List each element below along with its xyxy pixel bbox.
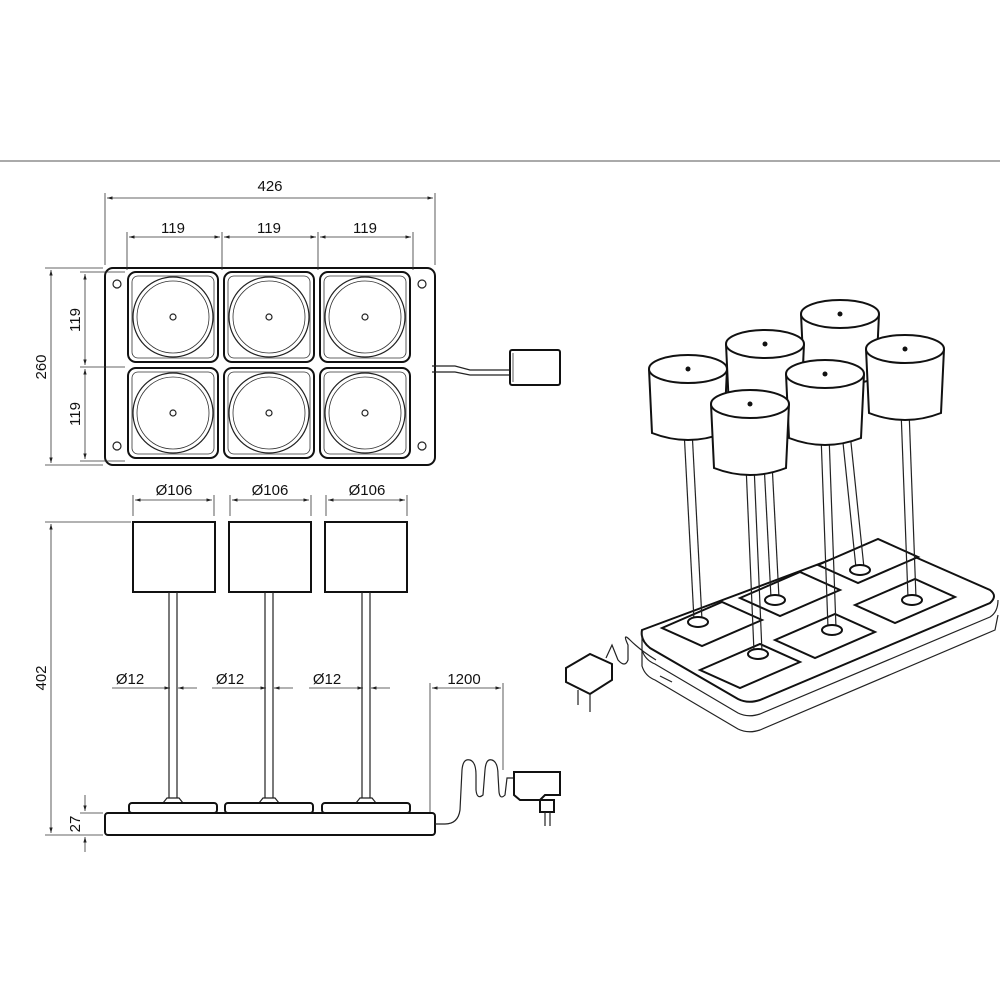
- cell-width-label: 119: [161, 220, 185, 237]
- iso-lamp: [710, 389, 790, 660]
- cable-length-label: 1200: [447, 671, 480, 688]
- shade-diameter-label: Ø106: [349, 482, 386, 499]
- cell-width-label: 119: [257, 220, 281, 237]
- overall-height-label: 260: [33, 354, 50, 379]
- iso-lamp: [865, 334, 945, 606]
- top-view-cable: [432, 365, 510, 371]
- stem-dimension: Ø12 Ø12 Ø12: [112, 671, 390, 690]
- screw-hole: [112, 441, 122, 451]
- iso-cable: [605, 636, 657, 665]
- charging-cell: [127, 367, 219, 459]
- side-view-lamp: [224, 521, 314, 814]
- base-height-label: 27: [67, 816, 84, 833]
- iso-lamp: [785, 359, 865, 636]
- iso-base-side: [641, 599, 999, 717]
- screw-hole: [417, 441, 427, 451]
- charging-cell: [223, 271, 315, 363]
- screw-hole: [417, 279, 427, 289]
- isometric-view: [565, 299, 999, 733]
- row-height-label: 119: [67, 308, 84, 332]
- charging-cell: [127, 271, 219, 363]
- power-adapter-icon: [509, 349, 561, 386]
- stem-diameter-label: Ø12: [116, 671, 144, 688]
- side-view: Ø106 Ø106 Ø106 Ø12 Ø12 Ø12 402: [33, 482, 561, 852]
- cell-width-label: 119: [353, 220, 377, 237]
- charging-cell: [223, 367, 315, 459]
- overall-width-label: 426: [257, 178, 282, 195]
- power-adapter-icon: [513, 771, 561, 826]
- side-view-lamp: [128, 521, 218, 814]
- charging-cell: [319, 367, 411, 459]
- stem-diameter-label: Ø12: [216, 671, 244, 688]
- coiled-cable-icon: [435, 759, 520, 825]
- stem-diameter-label: Ø12: [313, 671, 341, 688]
- top-view: 426 119 119 119 260 119 119: [33, 178, 561, 466]
- iso-charging-pad: [815, 537, 921, 585]
- shade-diameter-label: Ø106: [156, 482, 193, 499]
- height-label: 402: [33, 665, 50, 690]
- top-view-cable: [432, 371, 510, 376]
- side-view-lamp: [321, 521, 411, 814]
- shade-dimension: Ø106 Ø106 Ø106: [132, 482, 408, 516]
- iso-charging-pad: [737, 570, 843, 618]
- iso-charging-pad: [697, 642, 803, 690]
- charging-cell: [319, 271, 411, 363]
- power-adapter-icon: [565, 652, 613, 712]
- iso-charging-pad: [772, 612, 878, 660]
- side-view-base: [104, 812, 436, 836]
- shade-diameter-label: Ø106: [252, 482, 289, 499]
- screw-hole: [112, 279, 122, 289]
- row-height-label: 119: [67, 402, 84, 426]
- iso-lamp: [648, 354, 728, 628]
